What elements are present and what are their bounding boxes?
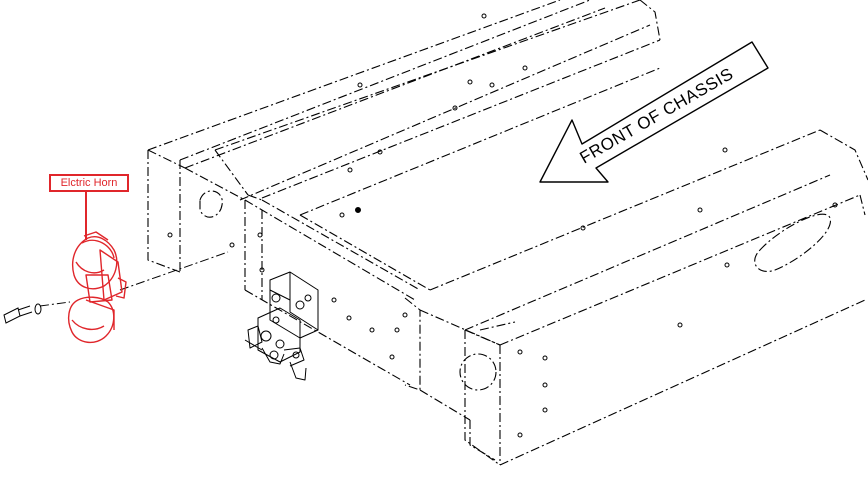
direction-arrow-text: FRONT OF CHASSIS bbox=[577, 64, 737, 167]
electric-horn-callout-label: Elctric Horn bbox=[49, 174, 129, 192]
front-cross-member bbox=[184, 167, 501, 421]
direction-arrow-icon: FRONT OF CHASSIS bbox=[539, 41, 769, 183]
frame-holes bbox=[167, 13, 838, 438]
left-frame-rail bbox=[147, 0, 661, 273]
electric-horn-icon bbox=[67, 231, 127, 343]
valve-assembly bbox=[244, 271, 319, 381]
washer-icon bbox=[34, 303, 42, 315]
right-frame-rail bbox=[429, 129, 868, 466]
bolt-icon bbox=[3, 305, 33, 324]
